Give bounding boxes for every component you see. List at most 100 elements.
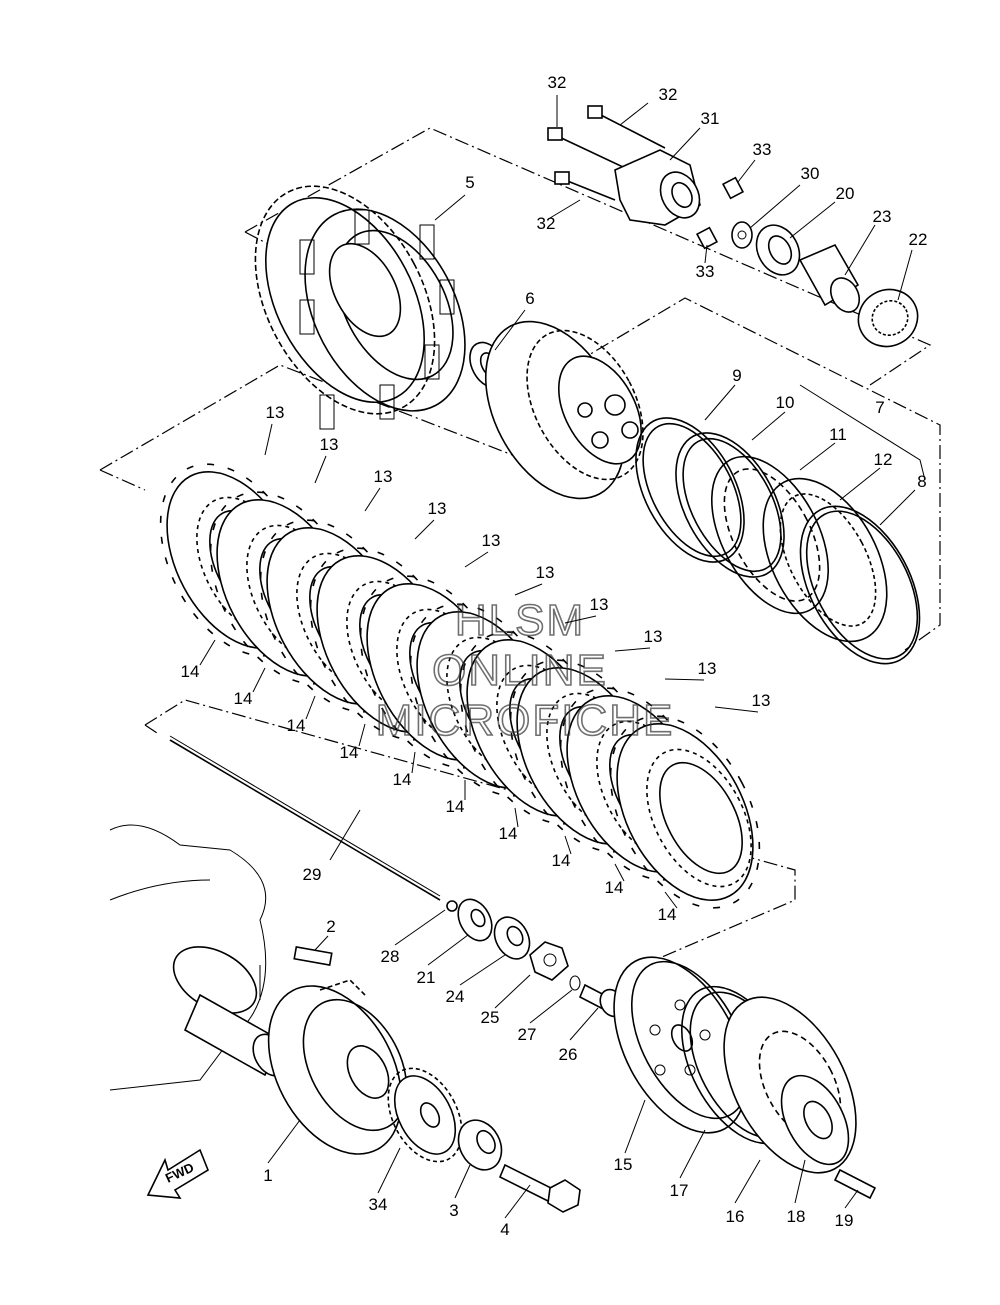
part-label-7: 7 <box>875 398 884 417</box>
leader-line <box>364 487 381 512</box>
part-label-31: 31 <box>701 109 720 128</box>
part-label-14: 14 <box>287 716 306 735</box>
leader-line <box>614 863 625 882</box>
part-label-32-b: 32 <box>659 85 678 104</box>
part-label-15: 15 <box>614 1155 633 1174</box>
primary-drive-gear <box>267 979 408 1155</box>
part-label-19: 19 <box>835 1211 854 1230</box>
watermark-line-2: ONLINE <box>432 646 608 695</box>
plates-upper <box>710 455 921 665</box>
washer-and-bolt <box>457 1119 581 1213</box>
clutch-plate <box>646 748 752 888</box>
small-parts <box>457 898 625 1018</box>
part-label-32-c: 32 <box>537 214 556 233</box>
leader-line <box>714 706 759 713</box>
part-label-14: 14 <box>181 662 200 681</box>
friction-plate-stack <box>159 463 761 909</box>
part-label-14: 14 <box>393 770 412 789</box>
part-label-13: 13 <box>644 627 663 646</box>
part-label-12: 12 <box>874 450 893 469</box>
leader-line <box>464 551 489 568</box>
fwd-arrow: FWD <box>146 1148 209 1199</box>
part-label-14: 14 <box>446 797 465 816</box>
part-label-9: 9 <box>732 366 741 385</box>
part-label-21: 21 <box>417 968 436 987</box>
part-label-20: 20 <box>836 184 855 203</box>
part-label-2: 2 <box>326 917 335 936</box>
part-label-17: 17 <box>670 1181 689 1200</box>
leader-line <box>314 455 327 484</box>
clutch-rings <box>635 417 785 578</box>
part-label-6: 6 <box>525 289 534 308</box>
watermark: HLSM ONLINE MICROFICHE <box>375 595 675 746</box>
release-assembly <box>547 105 919 348</box>
part-label-28: 28 <box>381 947 400 966</box>
part-label-14: 14 <box>658 905 677 924</box>
watermark-line-3: MICROFICHE <box>376 696 675 745</box>
leader-line <box>564 835 572 855</box>
part-label-8: 8 <box>917 472 926 491</box>
leader-line <box>664 678 705 681</box>
part-label-1: 1 <box>263 1166 272 1185</box>
watermark-line-1: HLSM <box>455 596 585 645</box>
leader-line <box>199 639 216 666</box>
part-label-11: 11 <box>829 425 847 444</box>
part-label-33-b: 33 <box>696 262 715 281</box>
leader-line <box>664 891 678 909</box>
part-label-13: 13 <box>698 659 717 678</box>
group-outlines <box>99 127 941 961</box>
part-labels: 32 32 31 33 32 33 30 20 23 22 5 6 9 10 7… <box>181 73 928 1239</box>
leader-line <box>514 583 543 596</box>
part-label-3: 3 <box>449 1201 458 1220</box>
leader-line <box>411 751 416 774</box>
part-label-13: 13 <box>590 595 609 614</box>
clutch-plate-bore <box>659 761 743 875</box>
part-label-24: 24 <box>446 987 465 1006</box>
pressure-plate-group <box>613 956 877 1200</box>
leader-line <box>264 423 273 456</box>
part-label-29: 29 <box>303 865 322 884</box>
part-label-22: 22 <box>909 230 928 249</box>
part-label-13: 13 <box>482 531 501 550</box>
leader-line <box>414 519 435 540</box>
leader-line <box>514 807 519 828</box>
part-label-34: 34 <box>369 1195 388 1214</box>
part-label-26: 26 <box>559 1045 578 1064</box>
part-label-5: 5 <box>465 173 474 192</box>
part-label-23: 23 <box>873 207 892 226</box>
part-label-27: 27 <box>518 1025 537 1044</box>
part-label-30: 30 <box>801 164 820 183</box>
part-label-10: 10 <box>776 393 795 412</box>
leader-line <box>358 723 366 747</box>
leader-line <box>614 647 651 652</box>
part-label-14: 14 <box>605 878 624 897</box>
leader-line <box>305 695 316 720</box>
part-label-18: 18 <box>787 1207 806 1226</box>
push-rod <box>169 735 458 912</box>
part-label-14: 14 <box>552 851 571 870</box>
leader-line <box>252 667 266 693</box>
part-label-13: 13 <box>266 403 285 422</box>
part-label-16: 16 <box>726 1207 745 1226</box>
crankcase <box>109 824 288 1091</box>
part-label-4: 4 <box>500 1220 509 1239</box>
part-label-13: 13 <box>428 499 447 518</box>
friction-plate-tabs <box>609 715 761 909</box>
part-label-13: 13 <box>374 467 393 486</box>
part-label-14: 14 <box>340 743 359 762</box>
key <box>293 946 333 966</box>
clutch-boss <box>484 320 644 500</box>
part-label-25: 25 <box>481 1008 500 1027</box>
part-label-13: 13 <box>536 563 555 582</box>
sprocket-gear <box>387 1067 463 1163</box>
clutch-housing <box>254 185 466 430</box>
part-label-32-a: 32 <box>548 73 567 92</box>
leader-lines <box>267 95 926 1219</box>
part-label-14: 14 <box>234 689 253 708</box>
part-label-13: 13 <box>752 691 771 710</box>
part-label-14: 14 <box>499 824 518 843</box>
part-label-33-a: 33 <box>753 140 772 159</box>
part-label-13: 13 <box>320 435 339 454</box>
leader-line <box>564 615 597 624</box>
